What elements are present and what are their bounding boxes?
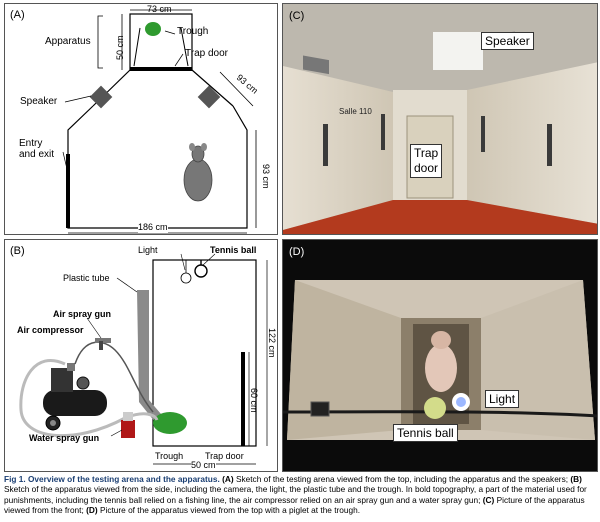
dim-50cm: 50 cm — [115, 35, 125, 60]
callout-tennis-ball: Tennis ball — [393, 424, 458, 442]
caption-d-text: Picture of the apparatus viewed from the… — [99, 505, 361, 516]
label-trap-door: Trap door — [185, 48, 228, 59]
apparatus-side-drawing — [19, 253, 268, 465]
label-air-compressor: Air compressor — [17, 325, 84, 335]
dim-122cm: 122 cm — [267, 328, 277, 358]
dim-60cm: 60 cm — [249, 388, 259, 413]
arena-sketch-drawing — [62, 9, 257, 234]
callout-light: Light — [485, 390, 520, 408]
panel-b-tag: (B) — [10, 245, 25, 257]
label-and-exit: and exit — [19, 149, 55, 160]
label-trough-b: Trough — [155, 451, 184, 461]
plastic-tube-shape — [137, 290, 161, 422]
apparatus-side-outline — [152, 259, 257, 447]
caption-c-label: (C) — [482, 494, 495, 505]
caption-c-text: Picture of the apparatus viewed from the… — [4, 494, 585, 516]
panel-d-tag: (D) — [289, 246, 305, 258]
dim-73cm: 73 cm — [147, 4, 172, 14]
label-water-spray-gun: Water spray gun — [29, 433, 100, 443]
callout-trap: Trap — [414, 146, 439, 160]
top-photo-drawing — [283, 240, 597, 471]
callout-trap-door: Trap door — [410, 144, 443, 178]
speaker-photo-left — [303, 55, 329, 75]
apparatus-outline — [129, 13, 193, 71]
callout-door: door — [414, 161, 439, 175]
light-bulb-shape — [180, 272, 192, 284]
front-photo-drawing — [283, 4, 597, 234]
label-tennis-ball: Tennis ball — [210, 245, 257, 255]
trough-shape — [145, 22, 161, 36]
piglet-photo — [425, 344, 457, 392]
room-sign: Salle 110 — [339, 107, 372, 116]
caption-b-text: Sketch of the apparatus viewed from the … — [4, 484, 587, 505]
tennis-ball-shape — [194, 264, 208, 278]
panel-d-top-photo: (D) Light Tennis ball — [282, 239, 598, 472]
panel-c-front-photo: (C) Speaker Salle 110 Trap door — [282, 3, 598, 235]
caption-a-text: Sketch of the testing arena viewed from … — [235, 474, 569, 484]
speaker-right-shape — [197, 85, 221, 109]
caption-d-label: (D) — [86, 505, 98, 516]
label-light: Light — [138, 245, 158, 255]
dim-50cm-b: 50 cm — [191, 459, 216, 471]
panel-b-apparatus-side-sketch: (B) Light Tennis ball Plastic tube Air s… — [4, 239, 278, 472]
dim-93cm-right: 93 cm — [261, 164, 271, 189]
label-entry: Entry — [19, 138, 43, 149]
label-air-spray-gun: Air spray gun — [53, 309, 112, 319]
label-speaker: Speaker — [20, 96, 58, 107]
tennis-ball-photo — [424, 397, 446, 419]
air-compressor-shape — [43, 363, 107, 431]
panel-c-tag: (C) — [289, 10, 305, 22]
caption-a-label: (A) — [222, 474, 234, 484]
speaker-left-shape — [89, 85, 113, 109]
air-spray-gun-shape — [95, 338, 111, 350]
caption-title: Fig 1. Overview of the testing arena and… — [4, 474, 220, 484]
panel-a-tag: (A) — [10, 9, 25, 21]
red-floor — [283, 200, 597, 234]
label-trap-door-b: Trap door — [205, 451, 244, 461]
water-spray-gun-shape — [121, 412, 135, 438]
figure-caption: Fig 1. Overview of the testing arena and… — [4, 474, 596, 516]
dim-186cm: 186 cm — [138, 221, 168, 233]
caption-b-label: (B) — [570, 474, 582, 484]
pig-top-view — [183, 143, 213, 202]
panel-a-arena-sketch: (A) 73 cm Trough Apparatus 50 cm Trap do… — [4, 3, 278, 235]
trough-side-shape — [153, 412, 187, 434]
label-apparatus: Apparatus — [45, 36, 91, 47]
label-trough: Trough — [177, 26, 209, 37]
callout-speaker: Speaker — [481, 32, 534, 50]
label-plastic-tube: Plastic tube — [63, 273, 110, 283]
